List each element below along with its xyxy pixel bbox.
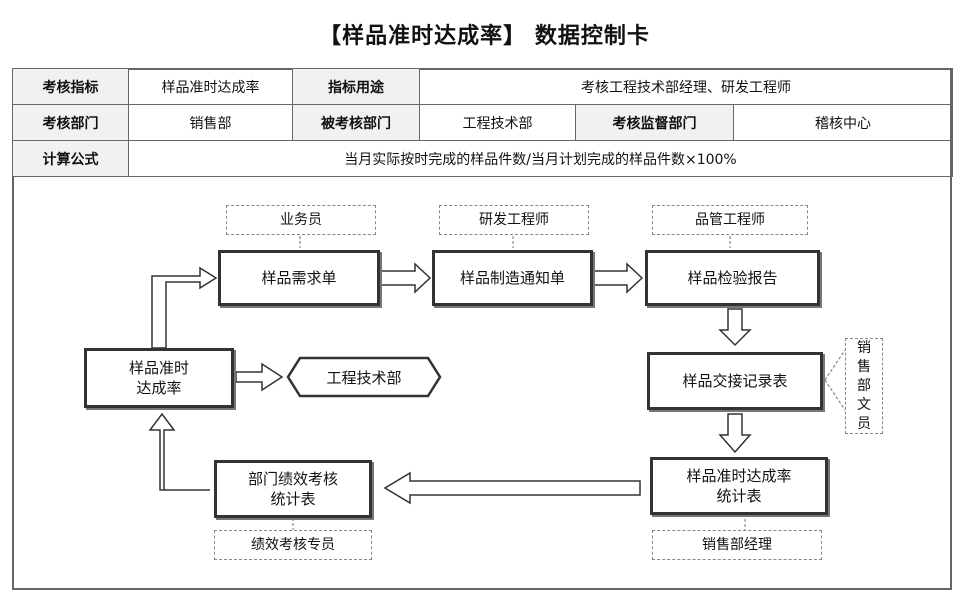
arrow-stats-to-perf	[383, 471, 641, 505]
info-row-departments: 考核部门 销售部 被考核部门 工程技术部 考核监督部门 稽核中心	[12, 104, 954, 141]
dept-value: 销售部	[128, 104, 293, 141]
arrow-notice-to-report	[592, 262, 644, 294]
formula-value: 当月实际按时完成的样品件数/当月计划完成的样品件数×100%	[127, 140, 954, 177]
handover-record-box: 样品交接记录表	[647, 352, 823, 410]
qc-engineer-box: 品管工程师	[652, 205, 808, 235]
arrow-perf-to-rate	[148, 412, 210, 491]
arrow-report-to-handover	[718, 308, 752, 347]
info-row-indicator: 考核指标 样品准时达成率 指标用途 考核工程技术部经理、研发工程师	[12, 68, 954, 105]
salesperson-box: 业务员	[226, 205, 376, 235]
arrow-rate-to-request	[151, 266, 218, 349]
usage-value: 考核工程技术部经理、研发工程师	[418, 68, 954, 105]
dept-perf-stats-box: 部门绩效考核统计表	[214, 460, 372, 518]
perf-specialist-box: 绩效考核专员	[214, 530, 372, 560]
arrow-handover-to-stats	[718, 413, 752, 454]
assessed-label: 被考核部门	[292, 104, 420, 141]
rd-engineer-box: 研发工程师	[439, 205, 589, 235]
sales-clerk-brace	[824, 349, 846, 411]
eng-dept-hexagon	[286, 356, 442, 398]
ontime-stats-box: 样品准时达成率统计表	[650, 457, 828, 515]
sales-manager-box: 销售部经理	[652, 530, 822, 560]
arrow-request-to-notice	[379, 262, 432, 294]
ontime-rate-box: 样品准时达成率	[84, 348, 234, 408]
sample-request-box: 样品需求单	[218, 250, 380, 306]
indicator-label: 考核指标	[12, 68, 129, 105]
page-title: 【样品准时达成率】 数据控制卡	[319, 24, 650, 49]
supervisor-value: 稽核中心	[732, 104, 954, 141]
inspection-report-box: 样品检验报告	[645, 250, 820, 306]
assessed-value: 工程技术部	[419, 104, 576, 141]
arrow-rate-to-eng	[235, 362, 284, 392]
info-table: 考核指标 样品准时达成率 指标用途 考核工程技术部经理、研发工程师 考核部门 销…	[12, 68, 954, 177]
manufacture-notice-box: 样品制造通知单	[432, 250, 593, 306]
formula-label: 计算公式	[12, 140, 129, 177]
info-row-formula: 计算公式 当月实际按时完成的样品件数/当月计划完成的样品件数×100%	[12, 140, 954, 177]
sales-clerk-box: 销售部文员	[845, 338, 883, 434]
eng-dept-label: 工程技术部	[326, 368, 402, 387]
